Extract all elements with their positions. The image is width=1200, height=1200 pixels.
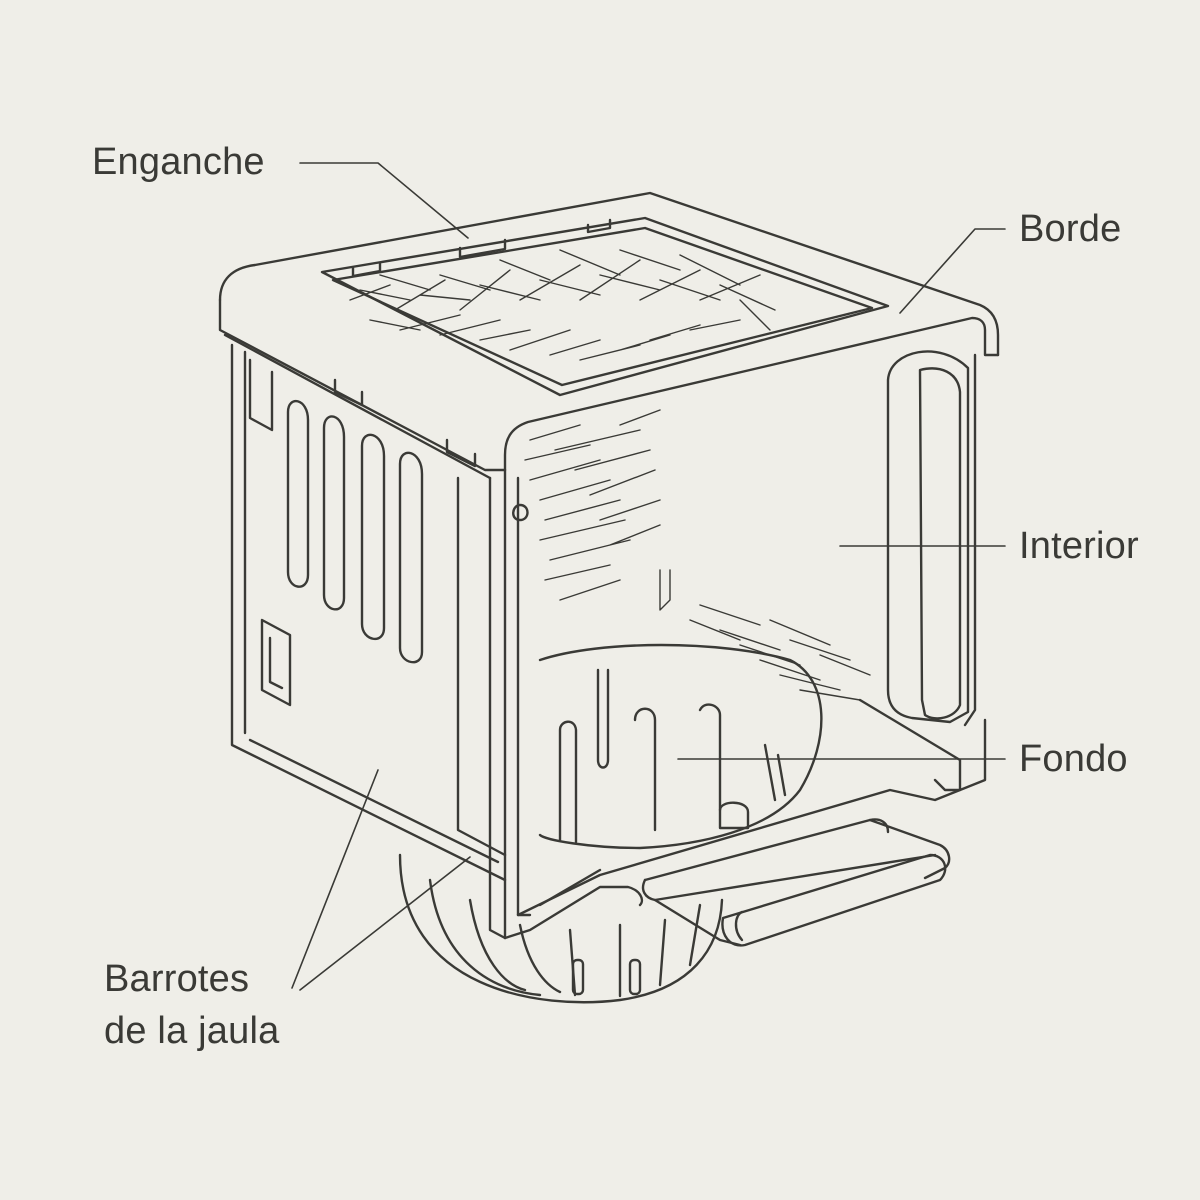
inner-bowl: [538, 643, 823, 850]
cage-bars: [230, 343, 507, 882]
label-cage-bars-line1: Barrotes: [104, 958, 250, 1000]
bowl-bottom: [398, 853, 724, 1004]
label-rim: Borde: [1019, 208, 1122, 250]
leader-enganche: [299, 162, 469, 239]
perch: [641, 818, 951, 947]
leader-lines: [291, 162, 1006, 991]
front-frame: [488, 350, 987, 940]
label-cage-bars-line2: de la jaula: [104, 1010, 280, 1052]
leader-borde: [899, 228, 1006, 314]
leader-barrotes-b: [299, 856, 471, 991]
rim-frame: [218, 191, 1000, 480]
leader-barrotes-a: [291, 769, 379, 989]
label-interior: Interior: [1019, 525, 1139, 567]
label-cage-bars: Barrotes de la jaula: [104, 953, 279, 1057]
label-bottom: Fondo: [1019, 738, 1128, 780]
nesting-material: [349, 249, 871, 701]
label-hook: Enganche: [92, 141, 265, 183]
